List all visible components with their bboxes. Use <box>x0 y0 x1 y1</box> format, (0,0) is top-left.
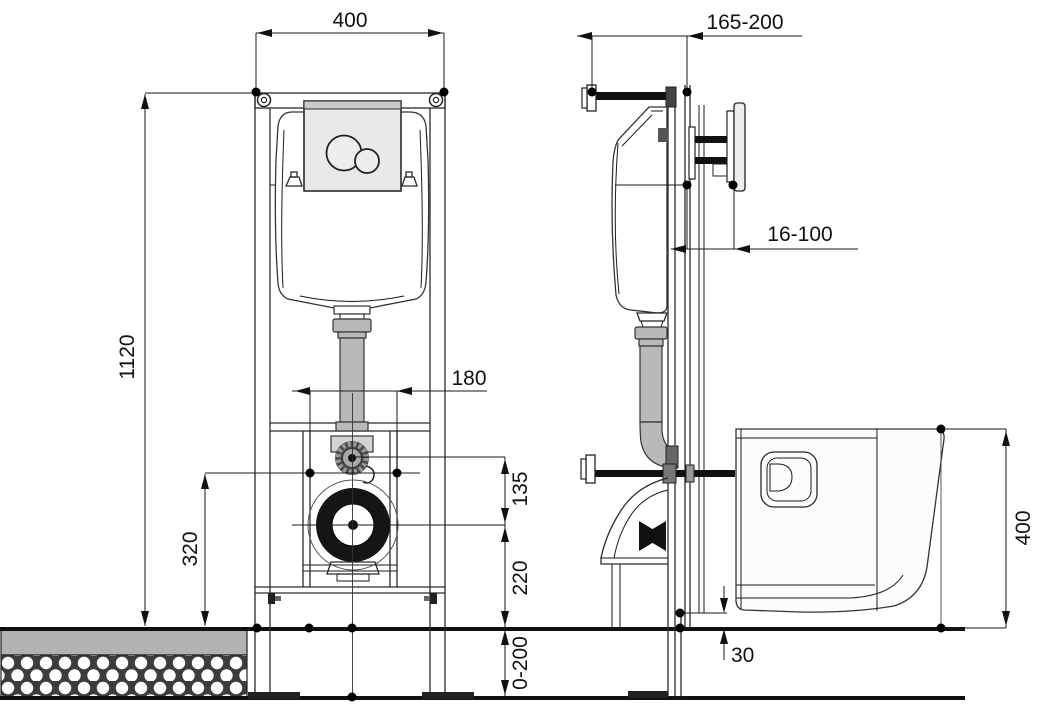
drain-elbow-side <box>600 477 669 698</box>
toilet-bowl-side <box>735 428 945 624</box>
dim-frame-height: 1120 <box>116 92 252 626</box>
dim-frame-floor-gap-label: 30 <box>731 644 754 667</box>
cistern-side <box>611 106 686 314</box>
clip-right <box>401 176 418 187</box>
front-view <box>205 92 505 699</box>
dim-supply-height: 320 <box>179 474 209 626</box>
foot-pad-side <box>628 691 668 698</box>
dim-bowl-height: 400 <box>936 424 1035 633</box>
dim-frame-floor-gap: 30 <box>675 586 754 667</box>
leveling-bolt-right <box>424 593 437 604</box>
flush-plate <box>303 100 402 192</box>
dim-bolt-spacing: 180 <box>292 367 487 478</box>
dim-drain-height-label: 220 <box>509 560 532 595</box>
dim-frame-width: 400 <box>251 9 449 97</box>
dim-inlet-to-drain-label: 135 <box>509 471 532 506</box>
dim-right-chain: 135 220 0-200 <box>501 457 532 696</box>
side-view <box>580 84 945 698</box>
dim-wall-finish-depth: 16-100 <box>671 180 858 253</box>
bowl-mounting-box <box>760 451 818 508</box>
dim-wall-finish-depth-label: 16-100 <box>767 223 832 246</box>
floor-section <box>0 627 965 700</box>
frame-screw-left <box>256 92 272 108</box>
foot-pad-right <box>422 692 474 699</box>
dimensions: 400 165-200 1120 320 <box>116 9 1035 702</box>
clip-left <box>284 176 303 187</box>
dim-foot-adjustment-label: 0-200 <box>509 636 532 690</box>
dim-top-wall-offset-label: 165-200 <box>706 11 783 34</box>
frame-screw-right <box>428 92 444 108</box>
dim-frame-height-label: 1120 <box>116 334 139 379</box>
dim-frame-width-label: 400 <box>332 9 367 32</box>
flush-button-small <box>354 148 380 174</box>
inlet-hook <box>362 465 375 484</box>
foot-pad-left <box>248 692 300 699</box>
dim-supply-height-label: 320 <box>179 531 202 566</box>
insulation-layer <box>0 654 248 699</box>
flush-pipe-side <box>634 312 679 469</box>
screed-layer <box>0 629 248 656</box>
water-inlet-valve <box>330 435 375 484</box>
leveling-bolt-left <box>268 593 281 604</box>
flush-pipe-front <box>332 305 372 432</box>
actuator-assembly <box>688 102 746 192</box>
dim-bowl-height-label: 400 <box>1012 510 1035 545</box>
dim-top-wall-offset: 165-200 <box>577 11 802 97</box>
wall-lines <box>667 85 705 697</box>
cistern-clip <box>658 128 668 142</box>
dim-bolt-spacing-label: 180 <box>451 367 486 390</box>
drain-outlet-front <box>307 479 399 582</box>
